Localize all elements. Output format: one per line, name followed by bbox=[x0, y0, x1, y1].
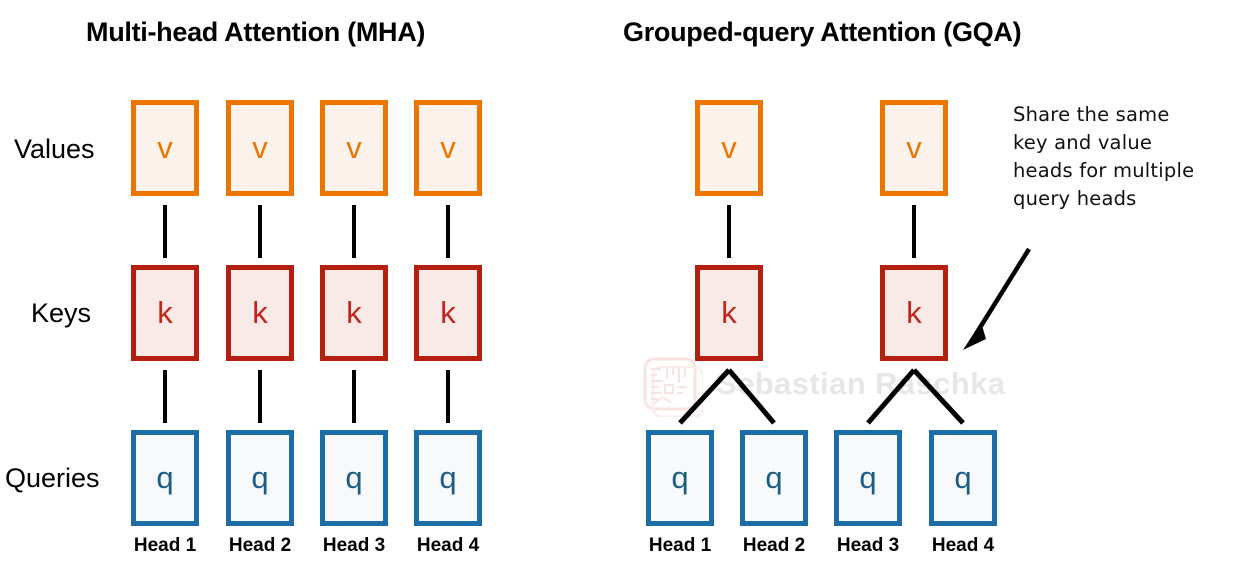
mha-key-label-4: k bbox=[440, 294, 456, 330]
mha-value-box-3[interactable]: v bbox=[320, 100, 388, 196]
mha-value-box-1[interactable]: v bbox=[131, 100, 199, 196]
mha-key-label-1: k bbox=[157, 294, 173, 330]
mha-value-box-4[interactable]: v bbox=[414, 100, 482, 196]
mha-key-box-2[interactable]: k bbox=[226, 265, 294, 361]
row-label-values: Values bbox=[14, 134, 95, 164]
gqa-query-box-1[interactable]: q bbox=[646, 430, 714, 526]
mha-connector-v-k-3 bbox=[352, 205, 356, 258]
mha-query-box-2[interactable]: q bbox=[226, 430, 294, 526]
annotation-note: Share the same key and value heads for m… bbox=[1013, 103, 1195, 210]
mha-key-label-3: k bbox=[346, 294, 362, 330]
mha-key-box-4[interactable]: k bbox=[414, 265, 482, 361]
mha-value-label-4: v bbox=[440, 129, 456, 165]
mha-query-box-3[interactable]: q bbox=[320, 430, 388, 526]
gqa-connector-v-k-1 bbox=[727, 205, 731, 258]
mha-head-label-2: Head 2 bbox=[228, 535, 292, 556]
mha-head-label-4: Head 4 bbox=[416, 535, 480, 556]
gqa-query-label-3: q bbox=[859, 459, 877, 495]
mha-query-label-4: q bbox=[439, 459, 457, 495]
mha-head-label-3: Head 3 bbox=[322, 535, 386, 556]
gqa-key-label-2: k bbox=[906, 294, 922, 330]
mha-value-box-2[interactable]: v bbox=[226, 100, 294, 196]
gqa-value-label-1: v bbox=[721, 129, 737, 165]
mha-query-label-3: q bbox=[345, 459, 363, 495]
mha-connector-k-q-3 bbox=[352, 370, 356, 423]
mha-connector-v-k-4 bbox=[446, 205, 450, 258]
gqa-head-label-4: Head 4 bbox=[931, 535, 995, 556]
mha-key-box-3[interactable]: k bbox=[320, 265, 388, 361]
gqa-value-box-1[interactable]: v bbox=[695, 100, 763, 196]
mha-key-label-2: k bbox=[252, 294, 268, 330]
mha-query-box-4[interactable]: q bbox=[414, 430, 482, 526]
row-label-queries: Queries bbox=[5, 463, 100, 493]
gqa-value-box-2[interactable]: v bbox=[880, 100, 948, 196]
gqa-query-box-4[interactable]: q bbox=[929, 430, 997, 526]
gqa-value-label-2: v bbox=[906, 129, 922, 165]
mha-value-label-2: v bbox=[252, 129, 268, 165]
gqa-key-box-1[interactable]: k bbox=[695, 265, 763, 361]
watermark-text: Sebastian Raschka bbox=[716, 366, 1006, 401]
row-label-keys: Keys bbox=[31, 298, 92, 328]
watermark-logo-icon bbox=[643, 357, 703, 417]
panel-title-mha: Multi-head Attention (MHA) bbox=[86, 17, 426, 47]
gqa-query-box-2[interactable]: q bbox=[740, 430, 808, 526]
mha-key-box-1[interactable]: k bbox=[131, 265, 199, 361]
gqa-head-label-3: Head 3 bbox=[836, 535, 900, 556]
mha-query-box-1[interactable]: q bbox=[131, 430, 199, 526]
mha-query-label-1: q bbox=[156, 459, 174, 495]
gqa-head-label-1: Head 1 bbox=[648, 535, 712, 556]
gqa-key-label-1: k bbox=[721, 294, 737, 330]
mha-connector-v-k-1 bbox=[163, 205, 167, 258]
mha-head-label-1: Head 1 bbox=[133, 535, 197, 556]
gqa-head-label-2: Head 2 bbox=[742, 535, 806, 556]
mha-connector-k-q-4 bbox=[446, 370, 450, 423]
mha-connector-k-q-1 bbox=[163, 370, 167, 423]
panel-title-gqa: Grouped-query Attention (GQA) bbox=[623, 17, 1022, 47]
mha-connector-k-q-2 bbox=[258, 370, 262, 423]
gqa-query-label-1: q bbox=[671, 459, 689, 495]
mha-connector-v-k-2 bbox=[258, 205, 262, 258]
gqa-key-box-2[interactable]: k bbox=[880, 265, 948, 361]
gqa-query-label-2: q bbox=[765, 459, 783, 495]
gqa-query-box-3[interactable]: q bbox=[834, 430, 902, 526]
mha-value-label-3: v bbox=[346, 129, 362, 165]
gqa-query-label-4: q bbox=[954, 459, 972, 495]
mha-query-label-2: q bbox=[251, 459, 269, 495]
gqa-connector-v-k-2 bbox=[912, 205, 916, 258]
mha-value-label-1: v bbox=[157, 129, 173, 165]
